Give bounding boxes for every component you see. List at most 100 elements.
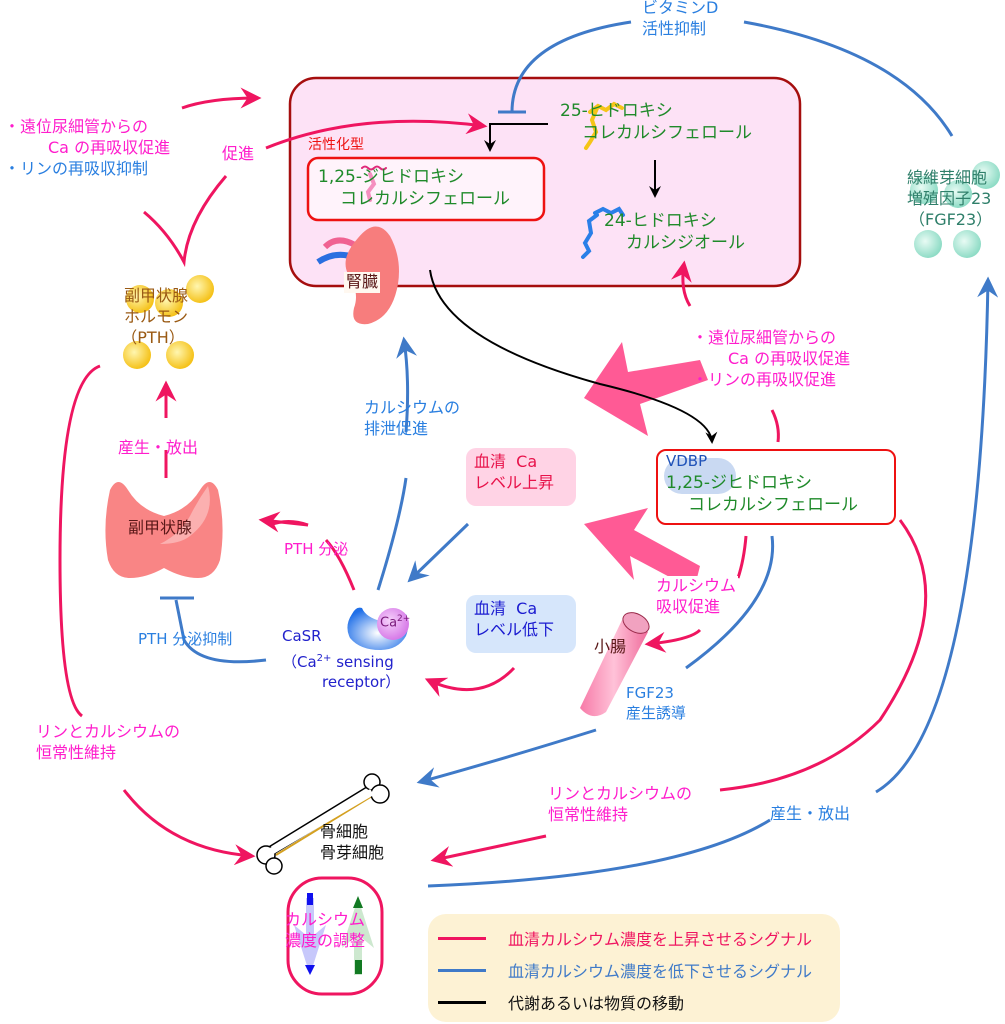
arrow-vdbp-to-intestine [736,535,748,579]
arrow-bone-fgf23 [427,280,988,888]
vitd-inhibit-line2: 活性抑制 [642,18,707,38]
vdbp-label: VDBP [666,452,708,470]
legend-label: 代謝あるいは物質の移動 [508,994,685,1013]
vitd-inhibit-label: ビタミンD 活性抑制 [642,0,718,40]
precursor-line1: 25-ヒドロキシ [560,101,673,121]
molecule-icon-25oh [584,101,624,150]
vdbp-vitd-line1: 1,25-ジヒドロキシ [666,473,812,493]
absorb-line1: カルシウム [656,576,737,595]
pth-secretion-inhibit-label: PTH 分泌抑制 [138,630,233,648]
legend: 血清カルシウム濃度を上昇させるシグナル血清カルシウム濃度を低下させるシグナル代謝… [428,914,840,1022]
right-effect-line1: ・遠位尿細管からの [692,328,837,347]
ca-regulation-icon [286,876,384,996]
casr-ion-text: Ca [380,615,398,631]
homeostasis-left-label: リンとカルシウムの 恒常性維持 [36,722,180,764]
inactive-line1: 24-ヒドロキシ [604,211,717,231]
bone-line1: 骨細胞 [320,822,369,841]
arrow-serum-up-to-casr [407,522,470,583]
casr-ion-charge: 2+ [397,614,411,624]
fgf23-induce-label: FGF23 産生誘導 [626,684,686,723]
legend-swatch [438,936,486,940]
pth-secretion-label: PTH 分泌 [284,540,349,558]
molecule-icon-24oh [581,206,625,259]
excretion-line2: 排泄促進 [364,418,429,438]
homeostasis-right-line1: リンとカルシウムの [548,784,693,803]
ca-regulation-line1: カルシウム [285,910,366,929]
left-effect-list: ・遠位尿細管からの Ca の再吸収促進 ・リンの再吸収抑制 [4,117,170,179]
active-type-label: 活性化型 [308,137,364,153]
arrow-effect-to-kidney [181,87,262,110]
fgf23-label: 線維芽細胞 増殖因子23 （FGF23） [907,168,992,230]
casr-desc-line1: （Ca2+ sensing [282,652,400,673]
fgf23-induce-line2: 産生誘導 [626,703,687,722]
serum-up-line2: レベル上昇 [474,472,555,492]
molecule-icon-active [361,165,387,202]
casr-desc-pre: （Ca [282,653,317,671]
active-vitd-line1: 1,25-ジヒドロキシ [318,167,464,187]
vdbp-vitd-text: 1,25-ジヒドロキシ コレカルシフェロール [666,472,858,516]
fgf23-line2: 増殖因子23 [907,188,992,208]
fgf23-line1: 線維芽細胞 [907,168,988,187]
arrow-25oh-to-active [484,123,548,152]
arrow-casr-inhibit [174,599,267,664]
arrow-vdbp-homeostasis-right [719,519,928,792]
vdbp-vitd-line2: コレカルシフェロール [688,495,858,516]
bone-cells-label: 骨細胞 骨芽細胞 [320,822,384,864]
right-effect-list: ・遠位尿細管からの Ca の再吸収促進 ・リンの再吸収促進 [692,328,850,390]
pth-line2: ホルモン [124,306,189,326]
active-vitd-line2: コレカルシフェロール [340,189,510,210]
excretion-label: カルシウムの 排泄促進 [364,398,460,440]
precursor-25oh-text: 25-ヒドロキシ コレカルシフェロール [560,100,752,144]
casr-ion-label: Ca2+ [380,614,410,632]
homeostasis-right-label: リンとカルシウムの 恒常性維持 [548,784,692,826]
right-effect-line2: Ca の再吸収促進 [728,348,851,368]
serum-up-line1: 血清 Ca [474,452,538,471]
left-effect-line3: ・リンの再吸収抑制 [4,158,149,178]
left-effect-line2: Ca の再吸収促進 [48,137,171,157]
arrow-vitd-inhibit [510,20,632,113]
casr-description: （Ca2+ sensing receptor） [282,652,400,692]
pth-molecule-icon [123,275,214,369]
fgf23-produce-release-label: 産生・放出 [770,804,851,823]
arrow-serum-down-to-casr [424,666,516,697]
casr-desc-line2: receptor） [322,672,401,691]
parathyroid-gland-label: 副甲状腺 [128,518,193,537]
intestine-absorb-label: カルシウム 吸収促進 [654,576,739,618]
active-vitd-text: 1,25-ジヒドロキシ コレカルシフェロール [318,166,510,210]
inactive-24oh-text: 24-ヒドロキシ カルシジオール [604,210,745,254]
arrow-pth-promote [143,175,228,268]
arrow-excretion [376,340,408,591]
arrow-right-effect-up [670,260,692,307]
casr-name: CaSR [282,627,322,645]
legend-swatch [438,1000,486,1004]
left-effect-line1: ・遠位尿細管からの [4,117,149,136]
casr-desc-post: sensing [331,653,394,671]
bone-icon [256,773,390,875]
serum-ca-up-box [466,448,576,506]
arrow-vdbp-fgf23 [685,535,775,670]
serum-ca-down-box [466,595,576,653]
big-arrow-reabsorption [584,342,708,436]
bone-line2: 骨芽細胞 [320,842,385,862]
arrow-pth-homeostasis-left [58,364,101,718]
serum-ca-up-text: 血清 Ca レベル上昇 [474,452,554,494]
small-intestine-icon [580,612,650,717]
homeostasis-left-line1: リンとカルシウムの [36,722,181,741]
excretion-line1: カルシウムの [364,398,461,417]
active-vitd-box [306,156,546,222]
legend-swatch [438,968,486,972]
fgf23-induce-line1: FGF23 [626,684,674,702]
legend-item: 血清カルシウム濃度を低下させるシグナル [438,958,812,982]
pth-produce-release-label: 産生・放出 [118,438,199,457]
vdbp-blob [664,458,736,494]
parathyroid-gland-icon [105,482,223,578]
ca-regulation-line2: 濃度の調整 [285,930,366,950]
legend-label: 血清カルシウム濃度を上昇させるシグナル [508,930,813,949]
legend-item: 血清カルシウム濃度を上昇させるシグナル [438,926,812,950]
pth-line1: 副甲状腺 [124,286,189,305]
pth-label: 副甲状腺 ホルモン （PTH） [121,286,189,348]
kidney-label: 腎臓 [344,272,381,293]
ca-regulation-label: カルシウム 濃度の調整 [285,910,365,952]
